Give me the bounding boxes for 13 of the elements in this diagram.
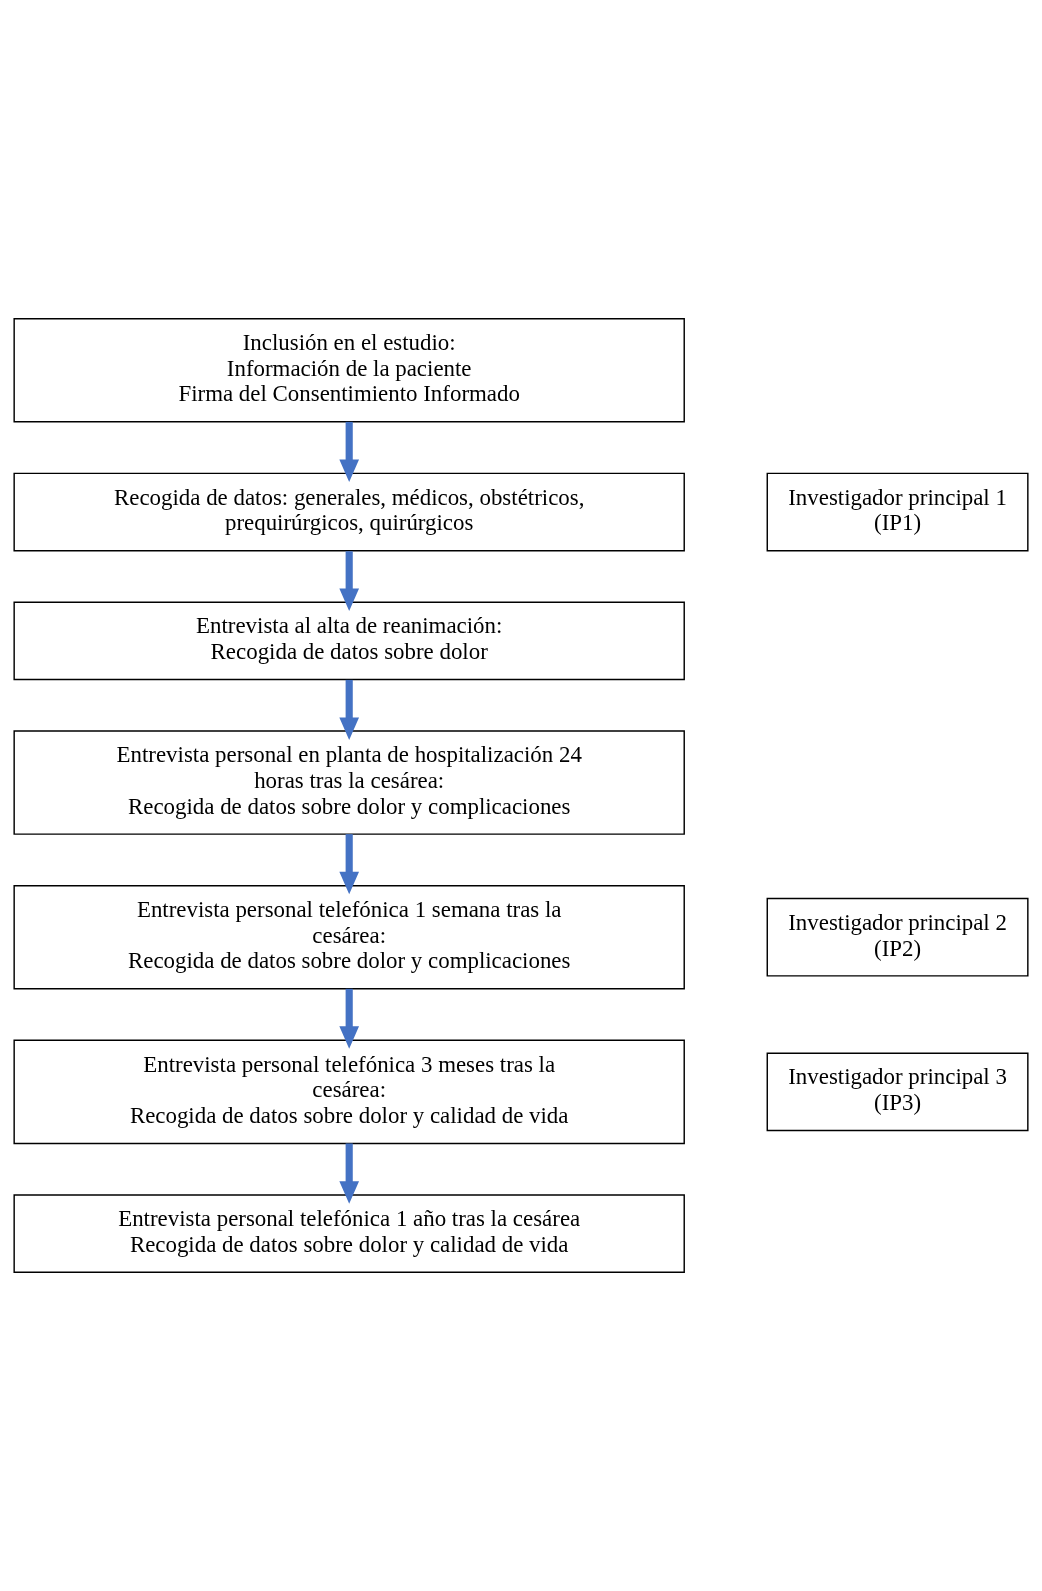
node-box: Entrevista al alta de reanimación: Recogida de datos sobre dolor — [13, 601, 685, 681]
node-box: Investigador principal 1 (IP1) — [766, 472, 1029, 552]
arrow — [339, 988, 360, 1049]
node-box: Entrevista personal telefónica 1 semana tras la cesárea: Recogida de datos sobre dolor y complicaciones — [13, 885, 685, 990]
node-box: Investigador principal 2 (IP2) — [766, 897, 1029, 977]
node-box: Entrevista personal telefónica 3 meses tras la cesárea: Recogida de datos sobre dolor y calidad de vida — [13, 1039, 685, 1145]
arrow — [339, 679, 360, 740]
node-box: Inclusión en el estudio: Información de la paciente Firma del Consentimiento Informado — [13, 318, 685, 423]
node-box: Entrevista personal telefónica 1 año tras la cesárea Recogida de datos sobre dolor y calidad de vida — [13, 1194, 685, 1273]
arrow — [339, 421, 360, 483]
node-box: Recogida de datos: generales, médicos, obstétricos, prequirúrgicos, quirúrgicos — [13, 472, 685, 552]
node-box: Entrevista personal en planta de hospitalización 24 horas tras la cesárea: Recogida de datos sobre dolor y complicaciones — [13, 730, 685, 835]
node-box: Investigador principal 3 (IP3) — [766, 1052, 1029, 1132]
